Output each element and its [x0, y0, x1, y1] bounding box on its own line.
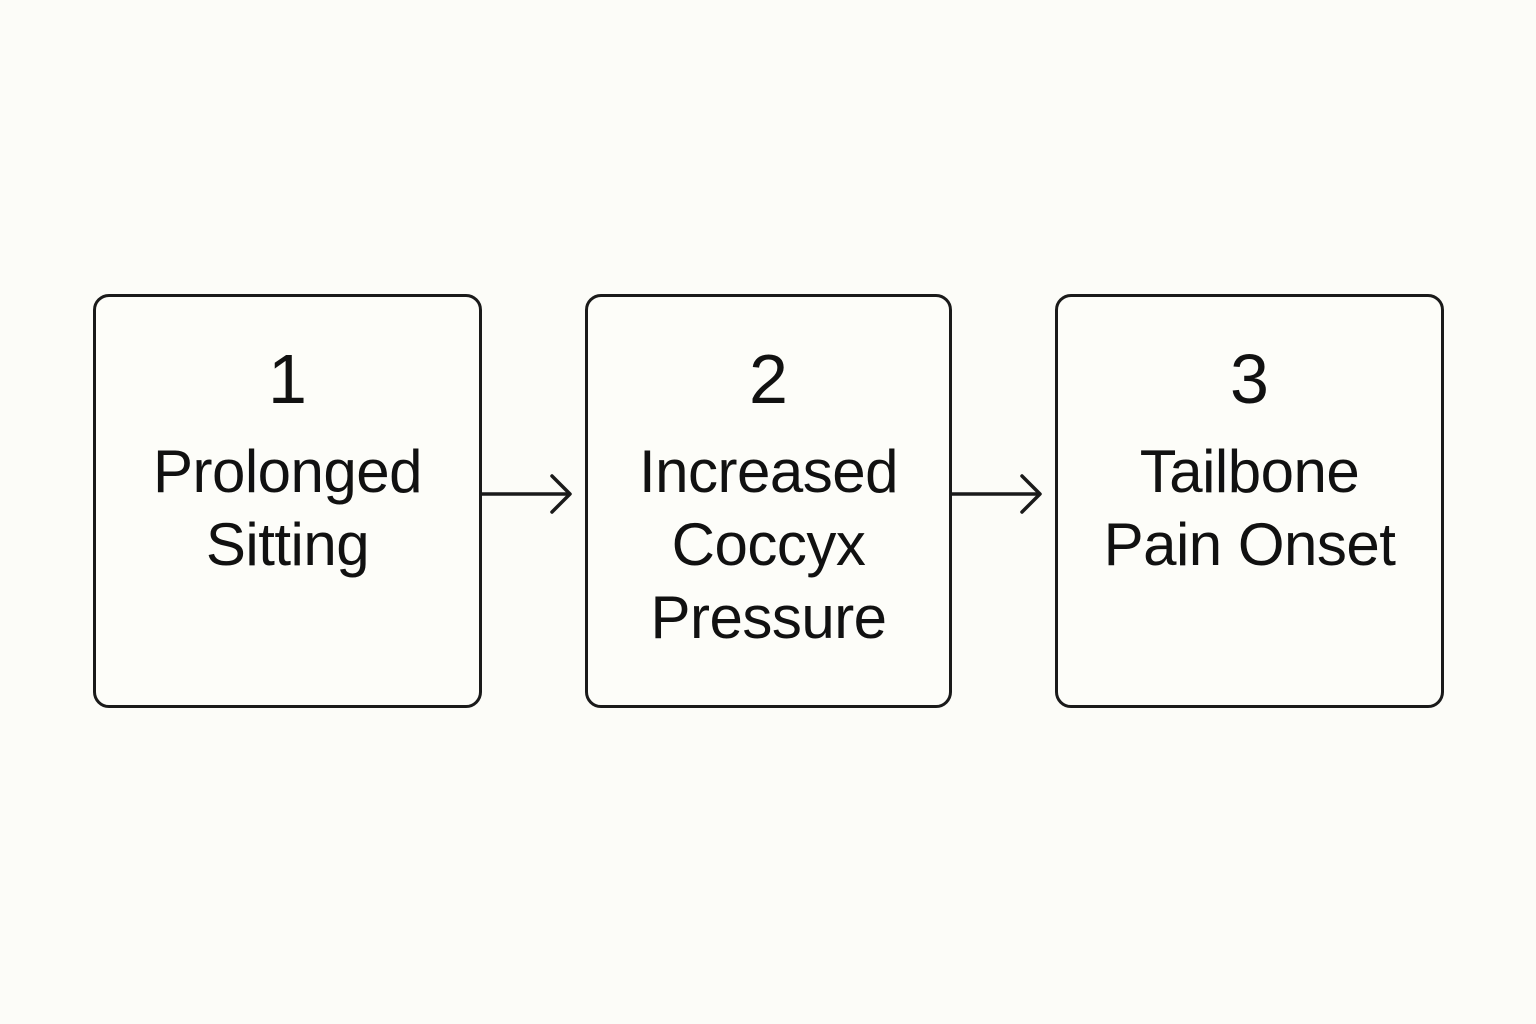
arrow-right-icon [950, 474, 1042, 514]
step-label-2: Increased Coccyx Pressure [639, 438, 899, 651]
step-label-1: Prolonged Sitting [152, 438, 423, 578]
step-box-1: 1 Prolonged Sitting [93, 294, 482, 708]
step-box-3: 3 Tailbone Pain Onset [1055, 294, 1444, 708]
step-number-2: 2 [749, 340, 788, 418]
arrow-right-icon [480, 474, 572, 514]
step-number-3: 3 [1230, 340, 1269, 418]
step-box-2: 2 Increased Coccyx Pressure [585, 294, 952, 708]
step-number-1: 1 [268, 340, 307, 418]
step-label-3: Tailbone Pain Onset [1103, 438, 1396, 578]
